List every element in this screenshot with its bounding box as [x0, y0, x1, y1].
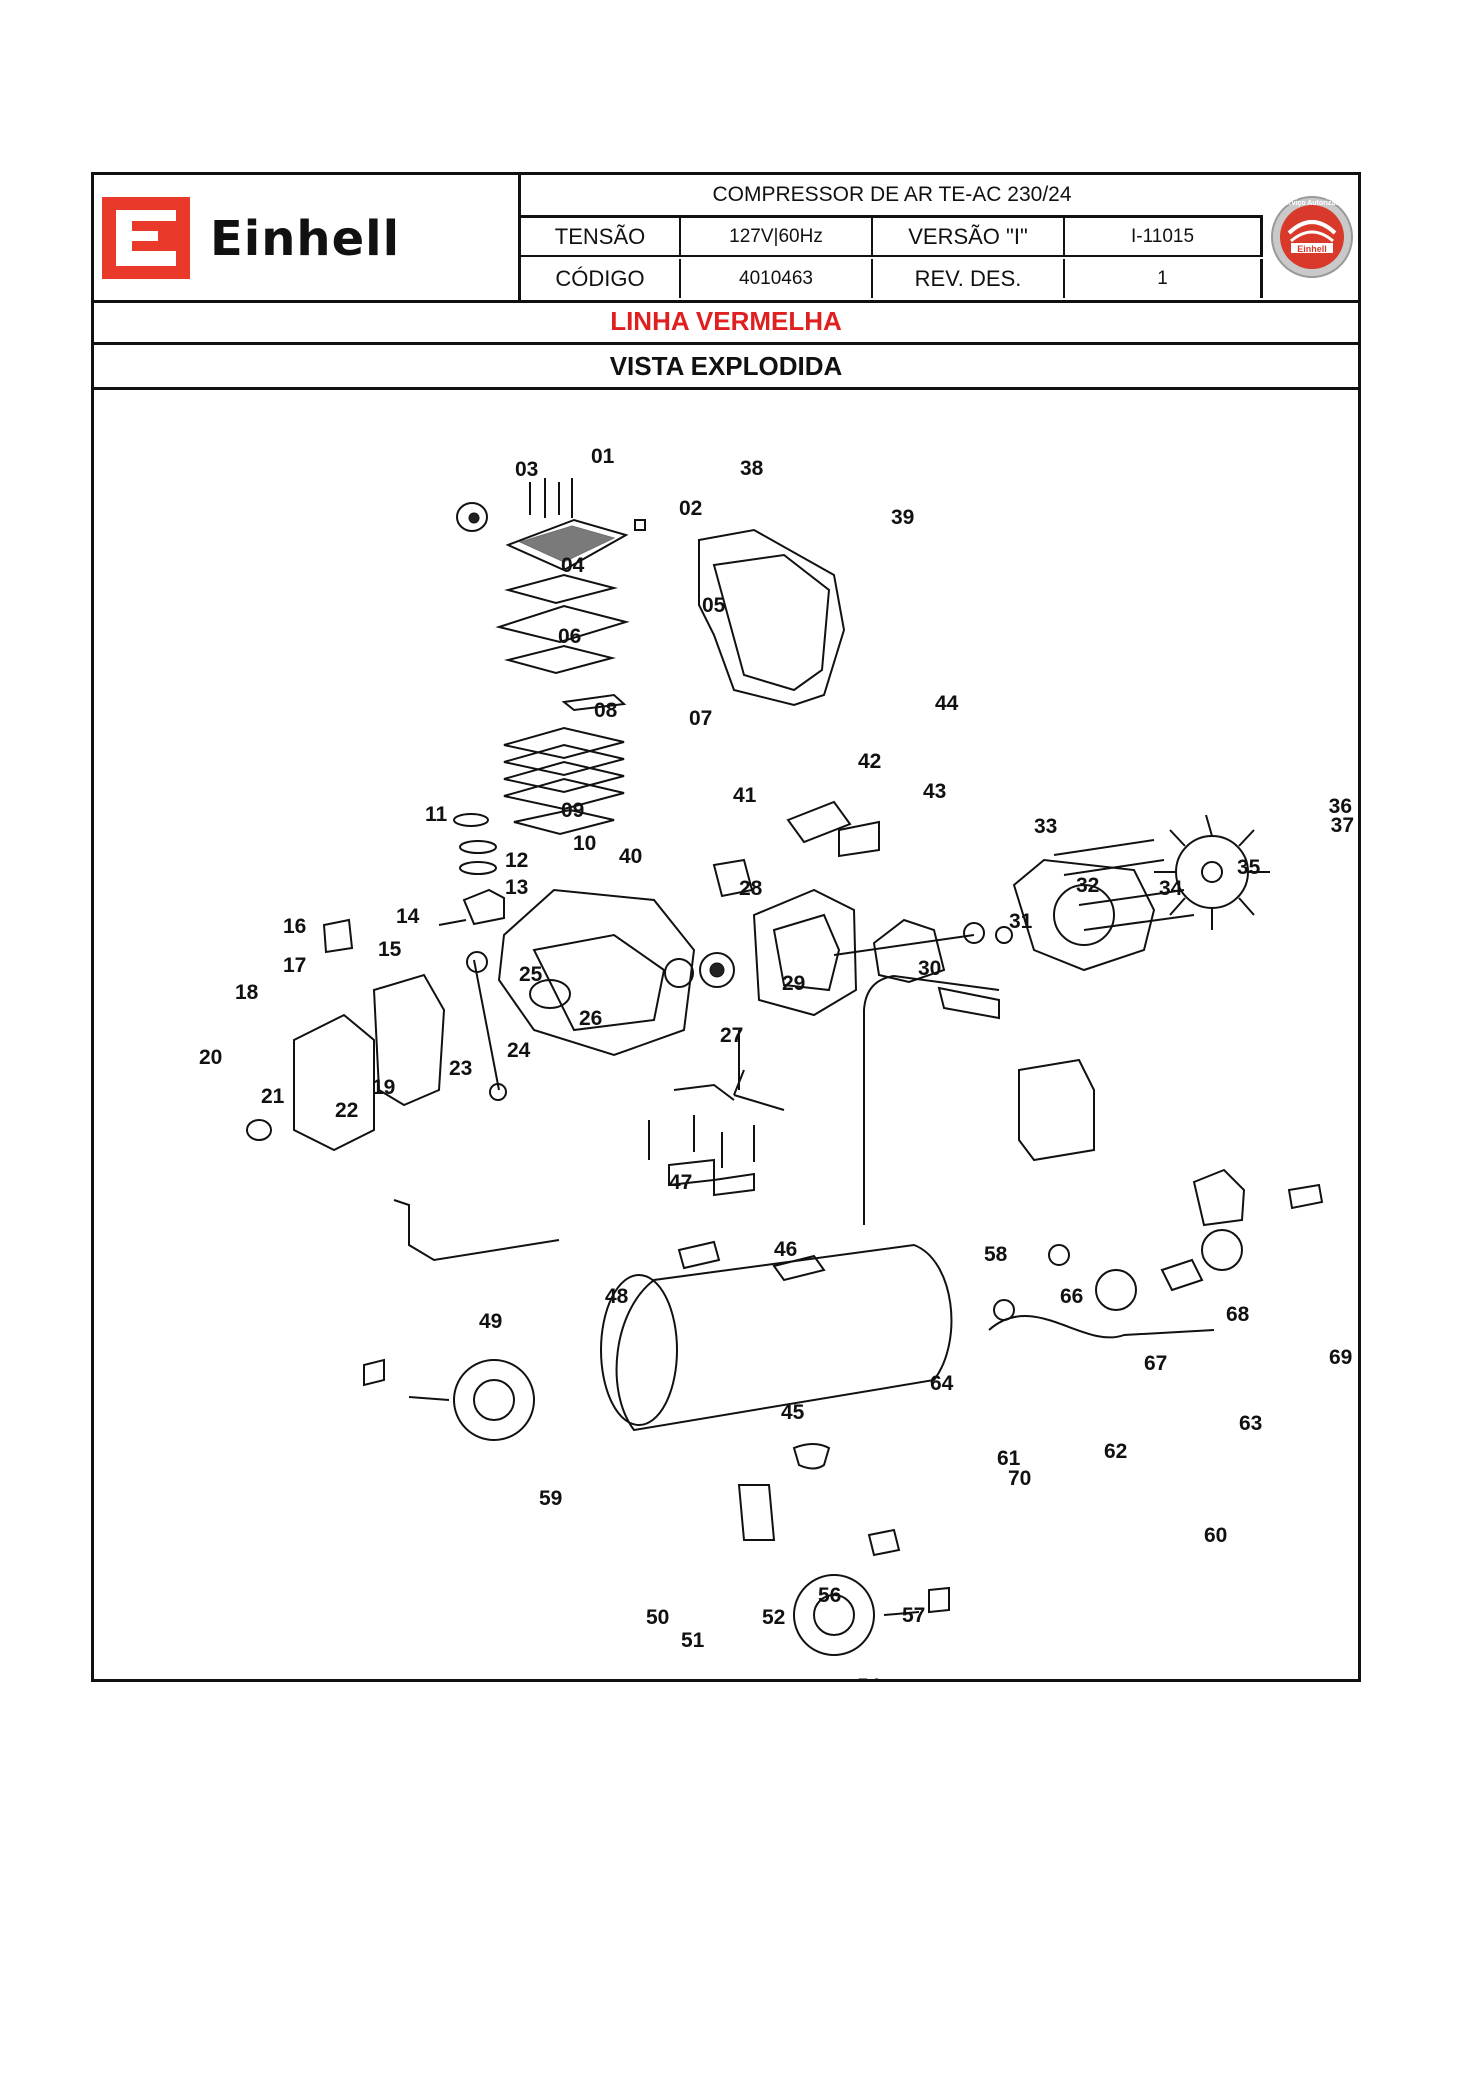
view-title-band: VISTA EXPLODIDA: [94, 345, 1358, 390]
front-cover-and-conrod-parts: [246, 813, 571, 1152]
part-label: 25: [519, 963, 543, 986]
brand-wordmark: Einhell: [210, 211, 401, 267]
part-label: 02: [679, 497, 702, 520]
part-label: 58: [984, 1243, 1008, 1266]
part-label: 03: [515, 458, 538, 481]
part-label: 36: [1329, 795, 1352, 818]
part-label: 54: [857, 1675, 881, 1679]
part-label: 19: [372, 1076, 395, 1099]
part-label: 01: [591, 445, 615, 468]
part-label: 41: [733, 784, 757, 807]
code-label: CÓDIGO: [521, 259, 681, 298]
part-label: 69: [1329, 1346, 1352, 1369]
part-label: 28: [739, 877, 763, 900]
part-label: 05: [702, 594, 726, 617]
revision-label: REV. DES.: [873, 259, 1065, 298]
code-value: 4010463: [681, 259, 873, 298]
part-label: 38: [740, 457, 764, 480]
part-label: 04: [561, 554, 585, 577]
part-label: 51: [681, 1629, 705, 1652]
part-label: 22: [335, 1099, 358, 1122]
part-label: 39: [891, 506, 914, 529]
part-label: 62: [1104, 1440, 1127, 1463]
part-label: 59: [539, 1487, 562, 1510]
part-label: 47: [669, 1171, 692, 1194]
product-line-band: LINHA VERMELHA: [94, 300, 1358, 345]
part-label: 63: [1239, 1412, 1262, 1435]
part-label: 12: [505, 849, 528, 872]
voltage-label: TENSÃO: [521, 218, 681, 257]
part-label: 32: [1076, 874, 1099, 897]
header-table: Einhell COMPRESSOR DE AR TE-AC 230/24 TE…: [94, 175, 1358, 303]
part-label: 08: [594, 699, 618, 722]
part-label: 43: [923, 780, 946, 803]
compressor-head-parts: [456, 478, 646, 836]
part-label: 35: [1237, 856, 1261, 879]
part-label: 45: [781, 1401, 805, 1424]
part-label: 29: [782, 972, 805, 995]
part-label: 26: [579, 1007, 602, 1030]
part-label: 66: [1060, 1285, 1083, 1308]
part-label: 34: [1159, 877, 1183, 900]
part-label: 09: [561, 799, 584, 822]
part-label: 07: [689, 707, 712, 730]
part-label: 40: [619, 845, 642, 868]
part-label: 50: [646, 1606, 669, 1629]
part-label: 17: [283, 954, 306, 977]
part-label: 31: [1009, 910, 1033, 933]
part-label: 18: [235, 981, 259, 1004]
seal-brand: Einhell: [1297, 244, 1327, 254]
part-label: 56: [818, 1584, 841, 1607]
part-label: 33: [1034, 815, 1057, 838]
part-label: 27: [720, 1024, 743, 1047]
part-label: 46: [774, 1238, 797, 1261]
einhell-logo-icon: [102, 197, 190, 279]
document-title: COMPRESSOR DE AR TE-AC 230/24: [521, 175, 1263, 218]
part-label: 14: [396, 905, 420, 928]
part-label: 44: [935, 692, 959, 715]
part-label: 11: [425, 803, 448, 826]
part-label: 68: [1226, 1303, 1250, 1326]
authorized-service-seal-icon: Einhell Serviço Autorizado: [1271, 196, 1353, 278]
part-label: 49: [479, 1310, 502, 1333]
tank-assembly: [363, 974, 1324, 1656]
part-label: 57: [902, 1604, 925, 1627]
part-label: 06: [558, 625, 581, 648]
exploded-view-drawing: 01 02 03 04 05 06 07 08 09 10 11 12 13 1…: [94, 390, 1358, 1710]
part-label: 37: [1331, 814, 1354, 837]
brand-logo-cell: Einhell: [94, 175, 521, 300]
part-label: 42: [858, 750, 881, 773]
part-label: 16: [283, 915, 306, 938]
revision-value: 1: [1065, 259, 1263, 298]
part-label: 21: [261, 1085, 285, 1108]
parts-sheet: Einhell COMPRESSOR DE AR TE-AC 230/24 TE…: [91, 172, 1361, 1710]
part-label: 48: [605, 1285, 629, 1308]
part-label: 60: [1204, 1524, 1227, 1547]
part-label: 23: [449, 1057, 472, 1080]
part-label: 24: [507, 1039, 531, 1062]
part-label: 10: [573, 832, 596, 855]
part-label: 20: [199, 1046, 222, 1069]
part-label: 64: [930, 1372, 954, 1395]
authorized-service-seal-cell: Einhell Serviço Autorizado: [1263, 175, 1358, 300]
part-label: 67: [1144, 1352, 1167, 1375]
part-label: 61: [997, 1447, 1021, 1470]
version-label: VERSÃO "I": [873, 218, 1065, 257]
spec-grid: COMPRESSOR DE AR TE-AC 230/24 TENSÃO 127…: [521, 175, 1263, 300]
version-value: I-11015: [1065, 218, 1263, 257]
exploded-view-svg: 01 02 03 04 05 06 07 08 09 10 11 12 13 1…: [199, 445, 1354, 1710]
part-label: 15: [378, 938, 402, 961]
seal-caption: Serviço Autorizado: [1280, 200, 1344, 207]
part-label: 70: [1008, 1467, 1031, 1490]
fan-cover-part: [698, 528, 846, 707]
part-number-labels: 01 02 03 04 05 06 07 08 09 10 11 12 13 1…: [199, 445, 1354, 1710]
voltage-value: 127V|60Hz: [681, 218, 873, 257]
crankcase-and-motor-parts: [497, 800, 1270, 1057]
part-label: 52: [762, 1606, 785, 1629]
part-label: 30: [918, 957, 941, 980]
part-label: 13: [505, 876, 528, 899]
